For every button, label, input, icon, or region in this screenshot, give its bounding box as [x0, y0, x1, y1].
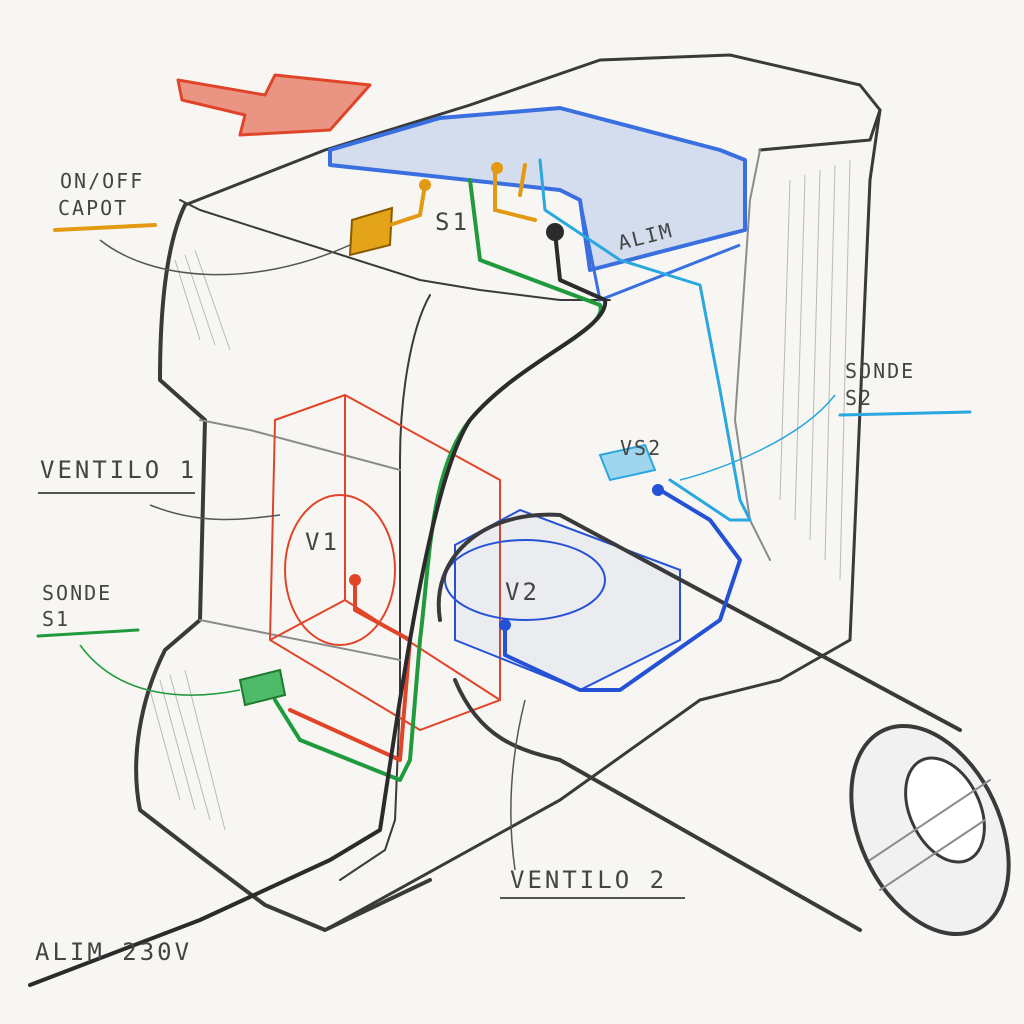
outlet-duct: [436, 512, 1011, 936]
callout-on-off-capot: ON/OFF CAPOT: [53, 169, 351, 276]
sonde-s1-line1: SONDE: [42, 581, 112, 605]
sonde-s2-block: VS2: [598, 436, 664, 496]
right-face-hatching: [779, 159, 851, 581]
callout-sonde-s2: SONDE S2: [679, 359, 972, 481]
sonde-s2-line1: SONDE: [845, 359, 915, 383]
wire-sonde-s2: [538, 158, 752, 522]
alim-230v-label: ALIM 230V: [35, 938, 192, 966]
on-off-capot-line1: ON/OFF: [60, 169, 144, 193]
sonde-s1-block: [238, 668, 287, 707]
sonde-s2-line2: S2: [845, 386, 873, 410]
ventilo1-label: VENTILO 1: [40, 456, 197, 484]
v1-tag: V1: [305, 528, 340, 556]
capot-hood: ALIM: [328, 106, 747, 303]
housing-outline: [134, 53, 882, 932]
ventilo-2: V2: [444, 508, 681, 692]
ventilo2-label: VENTILO 2: [510, 866, 667, 894]
vs2-tag: VS2: [620, 436, 662, 460]
callout-sonde-s1: SONDE S1: [36, 581, 241, 696]
s1-tag: S1: [435, 208, 470, 236]
wire-main-power: [28, 230, 608, 987]
callout-ventilo-2: VENTILO 2: [500, 699, 685, 899]
callout-ventilo-1: VENTILO 1: [38, 456, 281, 521]
v2-tag: V2: [505, 578, 540, 606]
on-off-switch: [348, 162, 537, 257]
open-direction-arrow: [176, 73, 372, 137]
sonde-s1-line2: S1: [42, 607, 70, 631]
on-off-capot-line2: CAPOT: [58, 196, 128, 220]
left-face-hatching: [149, 249, 231, 831]
ventilo-1: V1: [268, 393, 501, 732]
callout-alim-230v: ALIM 230V: [35, 938, 192, 966]
wire-ventilo-2: [503, 488, 742, 692]
